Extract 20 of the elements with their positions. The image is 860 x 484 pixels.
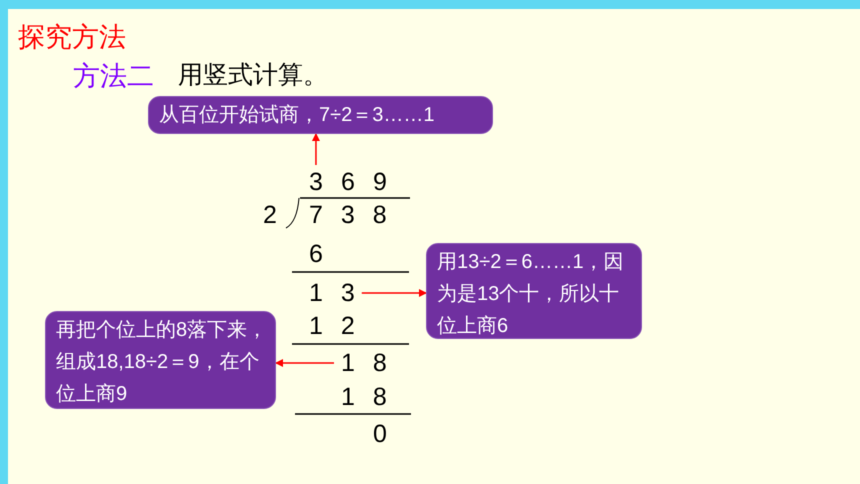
partial-remainder: 1 3 <box>309 279 355 307</box>
callout-box: 再把个位上的8落下来，组成18,18÷2＝9，在个位上商9 <box>45 311 276 409</box>
arrow <box>275 359 334 367</box>
remainder: 0 <box>373 420 387 448</box>
quotient-digit: 9 <box>373 168 387 196</box>
partial-remainder: 1 8 <box>341 349 387 377</box>
divisor: 2 <box>263 201 277 229</box>
dividend: 7 3 8 <box>309 201 387 229</box>
arrow <box>312 133 320 165</box>
callout-box: 从百位开始试商，7÷2＝3……1 <box>148 96 493 134</box>
callout-box: 用13÷2＝6……1，因为是13个十，所以十位上商6 <box>426 243 642 339</box>
arrow <box>362 289 427 297</box>
title: 探究方法 <box>18 21 126 54</box>
partial-product: 6 <box>309 240 323 268</box>
partial-product: 1 2 <box>309 312 355 340</box>
quotient-digit: 3 <box>309 168 323 196</box>
instruction-text: 用竖式计算。 <box>178 60 328 91</box>
quotient-digit: 6 <box>341 168 355 196</box>
partial-product: 1 8 <box>341 383 387 411</box>
subheading: 方法二 <box>73 60 154 93</box>
